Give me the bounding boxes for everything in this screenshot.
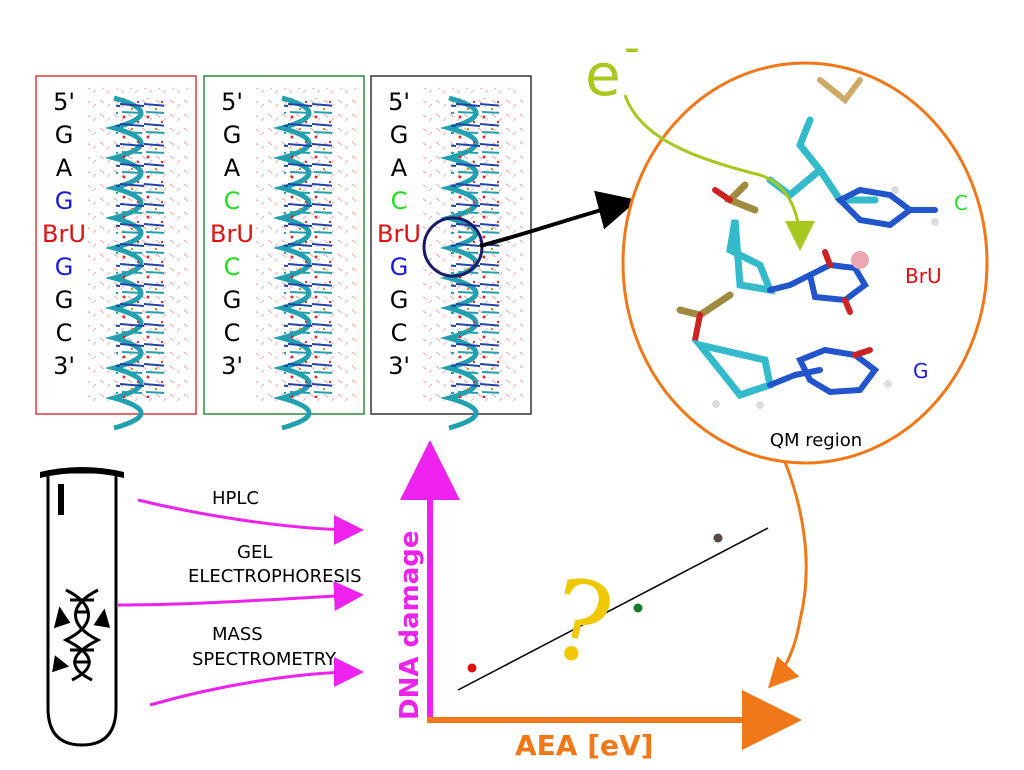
- base-label: A: [391, 154, 408, 182]
- chart: DNA damage AEA [eV] ?: [395, 440, 802, 762]
- base-label: 3': [388, 352, 410, 380]
- zoom-arrow: [479, 190, 638, 248]
- base-label: BrU: [210, 220, 254, 248]
- method-label-gel: GEL: [237, 542, 272, 563]
- dna-double-helix-icon: [52, 588, 111, 682]
- qm-base-label-c: C: [954, 191, 968, 215]
- question-mark: ?: [539, 554, 623, 691]
- base-label: C: [224, 187, 241, 215]
- qm-region-circle: [621, 61, 989, 465]
- method-label-mass: MASS: [212, 624, 263, 645]
- base-label: A: [224, 154, 241, 182]
- method-arrow-hplc: [137, 498, 364, 545]
- method-label-electrophoresis: ELECTROPHORESIS: [188, 566, 362, 587]
- base-label: 3': [221, 352, 243, 380]
- y-axis-label: DNA damage: [395, 530, 425, 720]
- electron-arrow: [623, 94, 815, 251]
- base-label: G: [55, 253, 74, 281]
- base-label: C: [224, 319, 241, 347]
- test-tube-icon: [40, 467, 124, 747]
- data-point: [633, 603, 643, 613]
- base-label: G: [55, 121, 74, 149]
- molecule-structure: [676, 77, 939, 409]
- electron-label: e: [585, 41, 621, 109]
- base-label: 5': [221, 88, 243, 116]
- x-axis-label: AEA [eV]: [515, 729, 653, 762]
- qm-to-graph-arrow: [767, 461, 808, 689]
- dna-helix: [116, 98, 164, 398]
- base-label: G: [55, 187, 74, 215]
- qm-base-label-g: G: [913, 359, 929, 383]
- base-label: A: [56, 154, 73, 182]
- base-label: G: [223, 286, 242, 314]
- base-label: G: [55, 286, 74, 314]
- base-label: 5': [388, 88, 410, 116]
- base-label: C: [224, 253, 241, 281]
- base-label: BrU: [42, 220, 86, 248]
- data-point: [713, 533, 723, 543]
- qm-region-label: QM region: [770, 430, 862, 451]
- data-point: [467, 663, 477, 673]
- base-label: 3': [53, 352, 75, 380]
- method-label-hplc: HPLC: [212, 488, 259, 509]
- base-label: G: [390, 253, 409, 281]
- dna-helix: [451, 98, 499, 398]
- electron-superscript: -: [624, 22, 640, 73]
- base-label: 5': [53, 88, 75, 116]
- base-label: C: [391, 319, 408, 347]
- base-label: C: [56, 319, 73, 347]
- trend-line: [457, 527, 769, 691]
- base-label: G: [390, 121, 409, 149]
- base-label: BrU: [377, 220, 421, 248]
- base-label: G: [390, 286, 409, 314]
- method-arrow-gel: [117, 581, 364, 612]
- base-label: G: [223, 121, 242, 149]
- qm-base-label-bru: BrU: [905, 264, 942, 288]
- dna-helix: [284, 98, 332, 398]
- method-label-spectrometry: SPECTROMETRY: [192, 649, 337, 670]
- base-label: C: [391, 187, 408, 215]
- method-arrow-mass: [149, 657, 364, 707]
